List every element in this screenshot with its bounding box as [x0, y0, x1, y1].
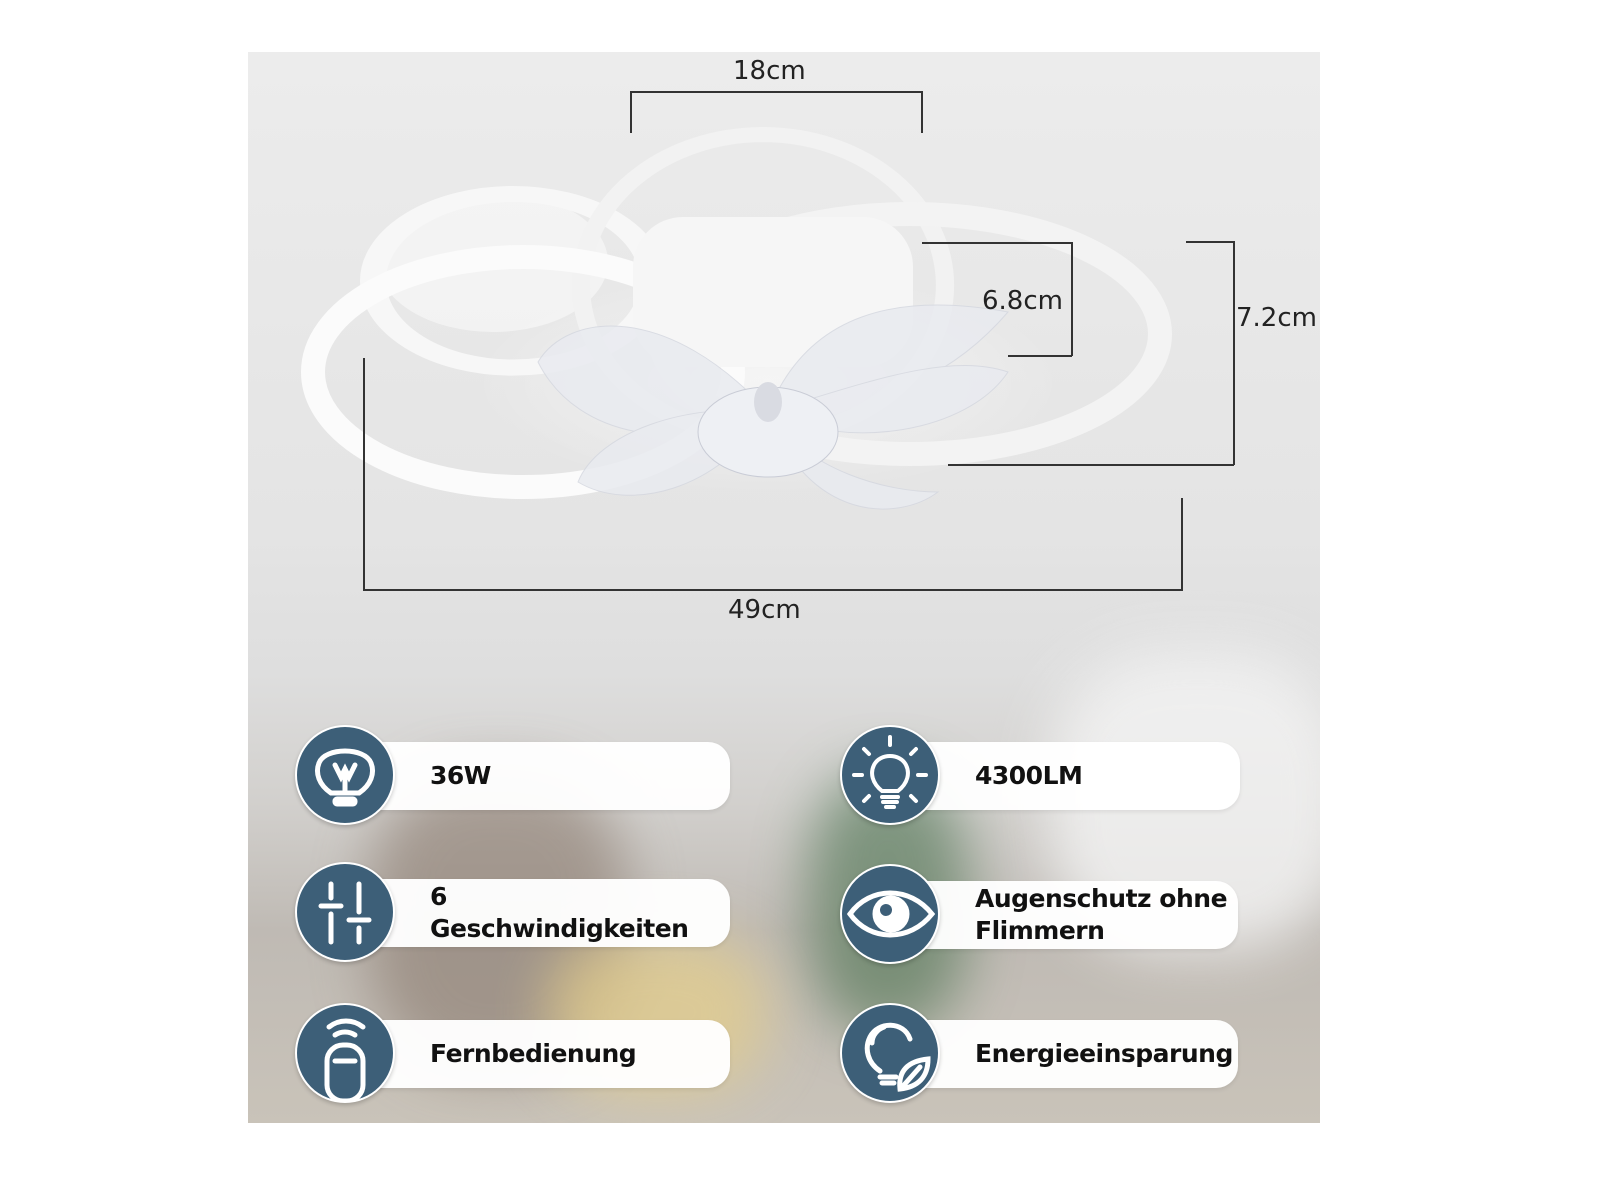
bright-bulb-icon [840, 725, 940, 825]
dimension-total-width: 49cm [728, 595, 801, 625]
dimension-inner-height: 6.8cm [982, 286, 1063, 316]
product-photo [248, 52, 1320, 1123]
ceiling-fan-illustration [301, 127, 1172, 510]
feature-label: 6 Geschwindigkeiten [430, 882, 689, 943]
eco-bulb-leaf-icon [840, 1003, 940, 1103]
feature-label: Energieeinsparung [975, 1039, 1233, 1068]
feature-label: 4300LM [975, 761, 1083, 790]
dimension-top-width: 18cm [733, 56, 806, 86]
feature-label: 36W [430, 761, 491, 790]
eye-icon [840, 864, 940, 964]
speed-sliders-icon [295, 862, 395, 962]
feature-label: Augenschutz ohne Flimmern [975, 884, 1228, 945]
remote-control-icon [295, 1003, 395, 1104]
dimension-total-height: 7.2cm [1236, 303, 1317, 333]
feature-label: Fernbedienung [430, 1039, 637, 1068]
lightbulb-watt-icon [295, 725, 395, 825]
